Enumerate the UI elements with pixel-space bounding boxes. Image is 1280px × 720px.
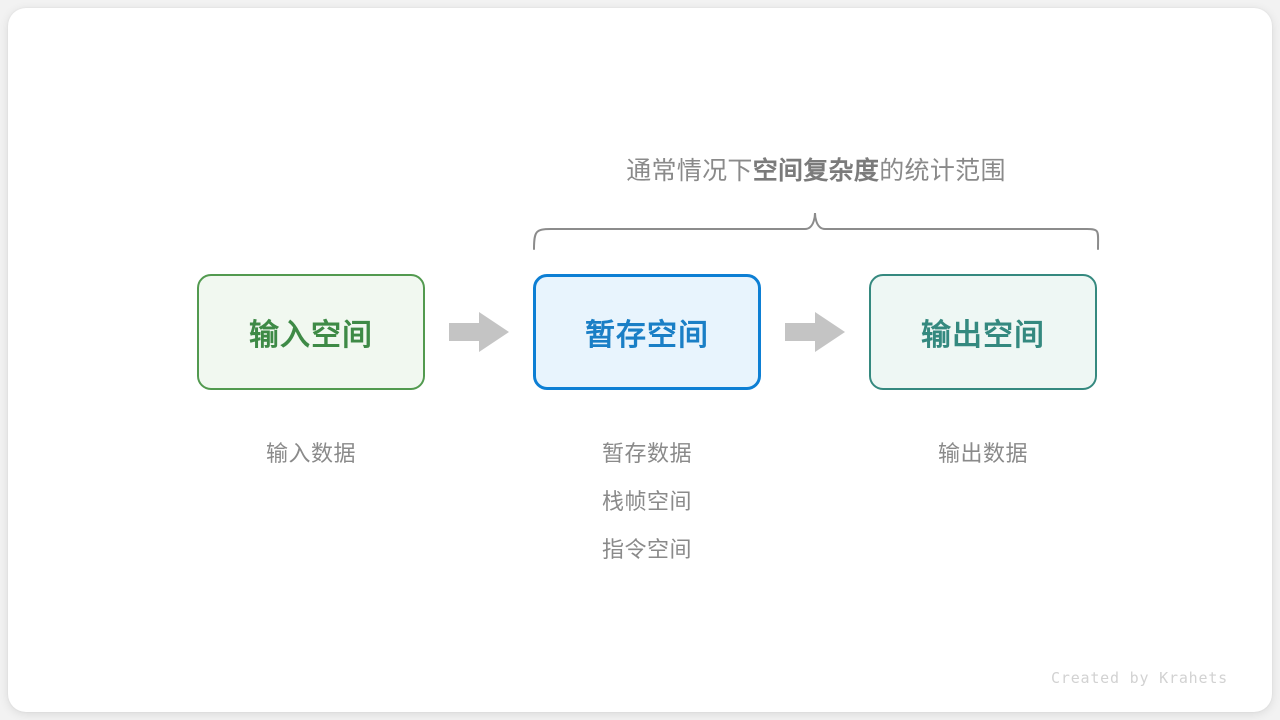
credit-text: Created by Krahets — [1051, 669, 1228, 687]
box-output-space[interactable]: 输出空间 — [869, 274, 1097, 390]
list-item: 暂存数据 — [601, 441, 692, 466]
box-temp-space-label: 暂存空间 — [585, 319, 709, 352]
curly-brace-icon — [533, 212, 1100, 250]
box-output-space-label: 输出空间 — [921, 319, 1045, 352]
brace-caption-prefix: 通常情况下 — [626, 157, 753, 185]
list-item: 指令空间 — [601, 537, 692, 562]
arrow-right-icon — [449, 312, 509, 352]
labels-output-space: 输出数据 — [869, 430, 1097, 478]
arrow-right-icon — [785, 312, 845, 352]
list-item: 输入数据 — [265, 441, 356, 466]
brace-caption: 通常情况下空间复杂度的统计范围 — [533, 154, 1099, 188]
labels-input-space: 输入数据 — [197, 430, 425, 478]
brace-caption-emphasis: 空间复杂度 — [752, 157, 880, 185]
slide-card: 通常情况下空间复杂度的统计范围 输入空间 暂存空间 输出空间 输入数据 暂存数据 — [8, 8, 1272, 712]
box-input-space-label: 输入空间 — [249, 319, 373, 352]
box-input-space[interactable]: 输入空间 — [197, 274, 425, 390]
box-temp-space[interactable]: 暂存空间 — [533, 274, 761, 390]
labels-temp-space: 暂存数据 栈帧空间 指令空间 — [533, 430, 761, 574]
list-item: 栈帧空间 — [601, 489, 692, 514]
brace-caption-suffix: 的统计范围 — [879, 157, 1006, 185]
list-item: 输出数据 — [937, 441, 1028, 466]
